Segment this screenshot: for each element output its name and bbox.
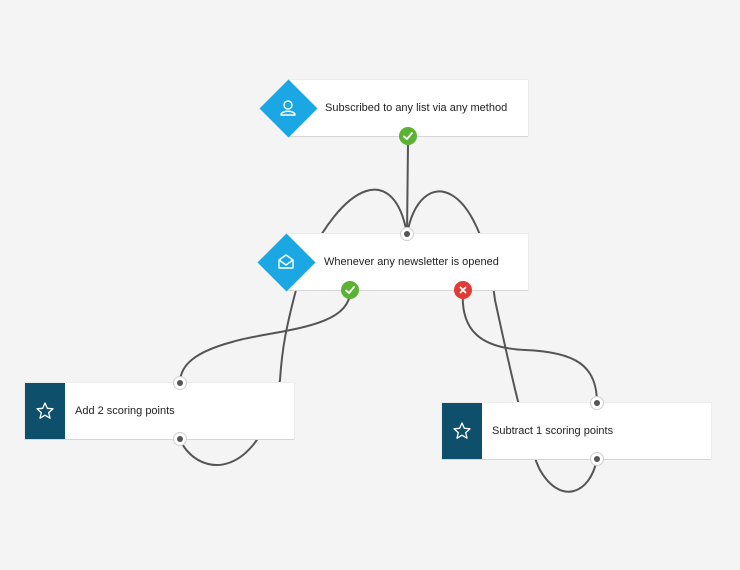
yes-badge-newsletter[interactable]: [341, 281, 359, 299]
star-icon: [453, 422, 471, 439]
node-subtract-points[interactable]: Subtract 1 scoring points: [442, 403, 711, 459]
node-subscribed[interactable]: Subscribed to any list via any method: [288, 80, 528, 136]
connector-subscribed-to-newsletter: [406, 143, 409, 235]
input-port-add[interactable]: [173, 376, 187, 390]
connector-loop-left: [179, 188, 408, 466]
close-icon: [459, 286, 467, 294]
node-newsletter-label: Whenever any newsletter is opened: [324, 256, 499, 268]
node-add-points-label: Add 2 scoring points: [75, 405, 175, 417]
check-icon: [403, 132, 413, 140]
port-dot: [404, 231, 410, 237]
check-icon: [345, 286, 355, 294]
node-subscribed-label: Subscribed to any list via any method: [325, 102, 508, 114]
connector-no-to-subtract: [461, 289, 598, 404]
node-subtract-points-label: Subtract 1 scoring points: [492, 425, 614, 437]
node-add-points[interactable]: Add 2 scoring points: [25, 383, 294, 439]
port-dot: [177, 380, 183, 386]
port-dot: [594, 456, 600, 462]
port-dot: [177, 436, 183, 442]
action-square-subtract: [442, 403, 482, 459]
no-badge-newsletter[interactable]: [454, 281, 472, 299]
star-icon: [36, 402, 54, 419]
port-dot: [594, 400, 600, 406]
node-newsletter[interactable]: Whenever any newsletter is opened: [286, 234, 528, 290]
trigger-diamond-newsletter[interactable]: [256, 232, 316, 292]
input-port-subtract[interactable]: [590, 396, 604, 410]
yes-badge-subscribed[interactable]: [399, 127, 417, 145]
output-port-subtract[interactable]: [590, 452, 604, 466]
trigger-diamond-subscribed[interactable]: [258, 78, 318, 138]
action-square-add: [25, 383, 65, 439]
envelope-icon: [278, 254, 294, 269]
connector-yes-to-add: [179, 289, 352, 384]
output-port-add[interactable]: [173, 432, 187, 446]
input-port-newsletter[interactable]: [400, 227, 414, 241]
connector-loop-right: [406, 190, 598, 493]
user-icon: [280, 100, 296, 116]
